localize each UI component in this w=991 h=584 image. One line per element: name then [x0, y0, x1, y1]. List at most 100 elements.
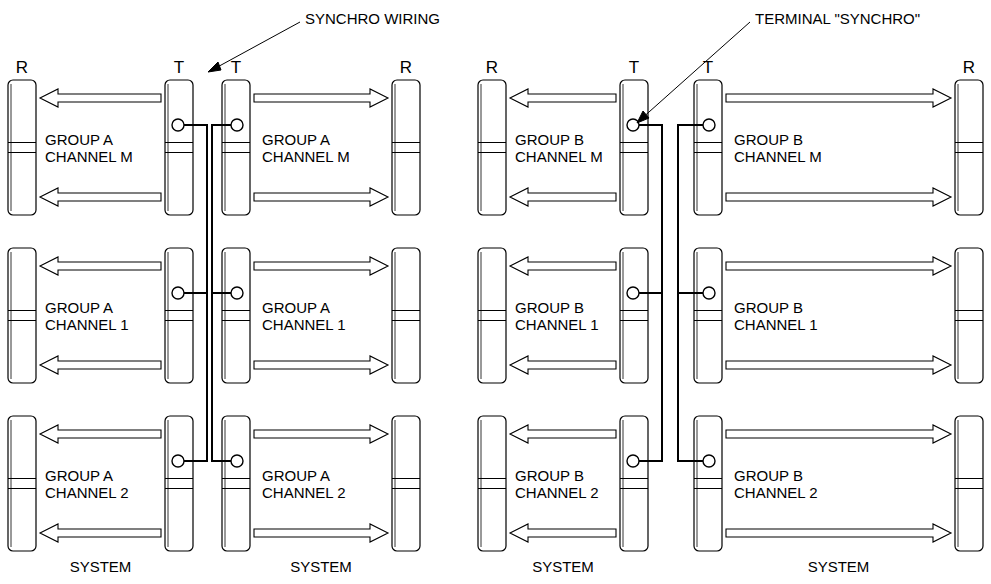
sensor-post: [222, 80, 250, 215]
post-edge: [225, 84, 226, 211]
group-channel-label: GROUP B CHANNEL 2: [515, 467, 615, 501]
post-letter: T: [231, 59, 241, 76]
beam-arrow: [254, 425, 388, 443]
sensor-post: [620, 80, 648, 215]
beam-arrow: [726, 257, 951, 275]
post-edge: [395, 252, 396, 379]
synchro-terminal: [703, 287, 715, 299]
post-edge: [481, 420, 482, 547]
sensor-post: [694, 416, 722, 551]
sensor-post: [694, 248, 722, 383]
synchro-terminal: [172, 455, 184, 467]
post-edge: [395, 420, 396, 547]
group-channel-label: GROUP A CHANNEL 1: [45, 299, 145, 333]
synchro-wire: [661, 124, 663, 462]
sensor-post: [478, 416, 506, 551]
beam-arrow: [40, 89, 161, 107]
beam-arrow: [510, 524, 616, 542]
post-joint: [955, 143, 983, 153]
beam-arrow: [510, 356, 616, 374]
synchro-wire: [678, 292, 703, 294]
group-channel-label: GROUP A CHANNEL 1: [262, 299, 362, 333]
synchro-wire: [211, 124, 213, 462]
synchro-terminal: [627, 119, 639, 131]
post-edge: [623, 252, 624, 379]
post-edge: [225, 252, 226, 379]
beam-arrow: [726, 425, 951, 443]
post-joint: [620, 479, 648, 489]
leader-arrowhead: [637, 111, 649, 123]
beam-arrow: [510, 257, 616, 275]
post-letter: R: [400, 59, 412, 76]
sensor-post: [8, 80, 36, 215]
beam-arrow: [254, 356, 388, 374]
post-joint: [392, 479, 420, 489]
beam-arrow: [726, 356, 951, 374]
post-edge: [697, 84, 698, 211]
post-joint: [8, 479, 36, 489]
sensor-post: [8, 248, 36, 383]
post-joint: [222, 311, 250, 321]
system-label: SYSTEM: [70, 558, 132, 575]
beam-arrow: [40, 188, 161, 206]
callout-label: TERMINAL "SYNCHRO": [755, 10, 920, 27]
synchro-wire: [184, 460, 207, 462]
sensor-post: [694, 80, 722, 215]
post-joint: [620, 143, 648, 153]
beam-arrow: [254, 188, 388, 206]
post-letter: R: [486, 59, 498, 76]
post-edge: [481, 252, 482, 379]
post-letter: T: [174, 59, 184, 76]
post-joint: [8, 143, 36, 153]
synchro-wire: [212, 460, 231, 462]
post-joint: [222, 479, 250, 489]
post-joint: [8, 311, 36, 321]
system-label: SYSTEM: [808, 558, 870, 575]
beam-arrow: [726, 89, 951, 107]
sensor-post: [222, 248, 250, 383]
post-edge: [623, 84, 624, 211]
beam-arrow: [40, 524, 161, 542]
post-edge: [11, 84, 12, 211]
synchro-wire: [184, 292, 207, 294]
synchro-terminal: [703, 455, 715, 467]
sensor-post: [392, 80, 420, 215]
post-letter: T: [703, 59, 713, 76]
sensor-post: [620, 416, 648, 551]
post-edge: [168, 420, 169, 547]
post-letter: R: [16, 59, 28, 76]
sensor-post: [392, 248, 420, 383]
beam-arrow: [510, 89, 616, 107]
synchro-terminal: [172, 287, 184, 299]
synchro-terminal: [627, 287, 639, 299]
synchro-terminal: [231, 119, 243, 131]
synchro-wire: [639, 124, 662, 126]
post-joint: [955, 311, 983, 321]
group-channel-label: GROUP A CHANNEL M: [262, 131, 362, 165]
post-edge: [11, 252, 12, 379]
post-joint: [694, 479, 722, 489]
sensor-post: [955, 416, 983, 551]
post-edge: [395, 84, 396, 211]
leader-line: [212, 22, 300, 70]
beam-arrow: [726, 524, 951, 542]
beam-arrow: [510, 188, 616, 206]
callout-label: SYNCHRO WIRING: [305, 10, 440, 27]
leader-arrowhead: [208, 62, 221, 72]
post-letter: T: [629, 59, 639, 76]
post-edge: [481, 84, 482, 211]
group-channel-label: GROUP B CHANNEL 2: [734, 467, 834, 501]
synchro-terminal: [172, 119, 184, 131]
post-joint: [165, 479, 193, 489]
group-channel-label: GROUP A CHANNEL 2: [262, 467, 362, 501]
beam-arrow: [254, 524, 388, 542]
post-edge: [697, 420, 698, 547]
beam-arrow: [40, 425, 161, 443]
synchro-terminal: [627, 455, 639, 467]
beam-arrow: [726, 188, 951, 206]
post-joint: [955, 479, 983, 489]
sensor-post: [8, 416, 36, 551]
synchro-wire: [639, 292, 662, 294]
synchro-wire: [639, 460, 662, 462]
